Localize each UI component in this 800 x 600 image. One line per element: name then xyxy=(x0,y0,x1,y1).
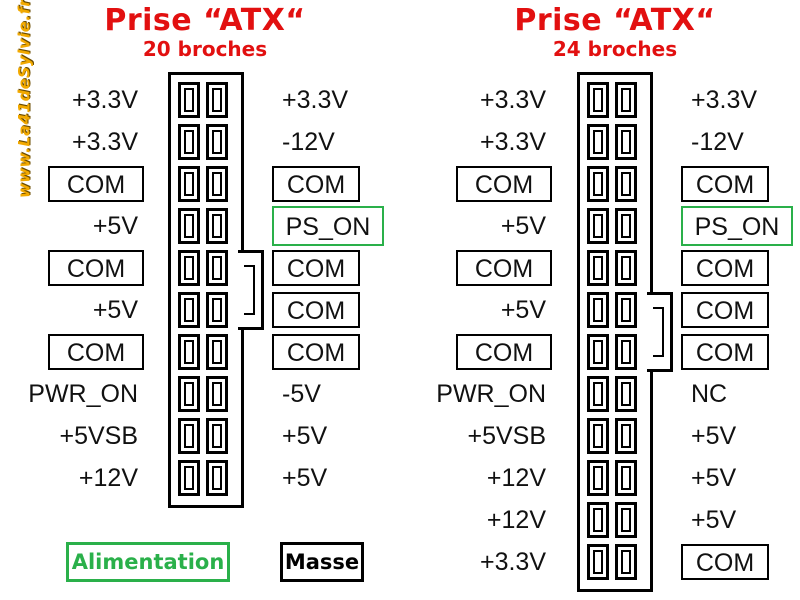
connector-24-pin-left-1 xyxy=(587,82,609,118)
connector-24-right-label-2: -12V xyxy=(691,128,744,156)
connector-24-right-label-8: NC xyxy=(691,380,728,408)
connector-20-pin-right-7 xyxy=(206,334,228,370)
connector-24-right-label-11: +5V xyxy=(691,506,737,534)
connector-20-pin-right-9 xyxy=(206,418,228,454)
connector-20-pin-left-3 xyxy=(178,166,200,202)
legend-ground-box: Masse xyxy=(280,542,364,582)
connector-24-pin-left-9 xyxy=(587,418,609,454)
connector-20-right-label-9: +5V xyxy=(282,422,328,450)
connector-24-pin-left-12 xyxy=(587,544,609,580)
connector-24-title: Prise “ATX“ xyxy=(514,3,716,38)
connector-20-subtitle: 20 broches xyxy=(142,37,268,61)
legend-power-box: Alimentation xyxy=(66,542,230,582)
connector-20-right-label-7: COM xyxy=(272,334,360,370)
connector-24-left-label-10: +12V xyxy=(486,464,546,492)
connector-20-pin-left-2 xyxy=(178,124,200,160)
connector-24-left-label-7: COM xyxy=(456,334,552,370)
connector-20-pin-right-3 xyxy=(206,166,228,202)
connector-24-right-label-1: +3.3V xyxy=(691,86,758,114)
connector-24-pin-left-7 xyxy=(587,334,609,370)
connector-20-left-label-6: +5V xyxy=(92,296,138,324)
connector-20-right-label-1: +3.3V xyxy=(282,86,349,114)
connector-20-pin-right-8 xyxy=(206,376,228,412)
connector-24-pin-right-11 xyxy=(615,502,637,538)
connector-24-pin-right-9 xyxy=(615,418,637,454)
connector-20-pin-left-9 xyxy=(178,418,200,454)
connector-20-pin-right-6 xyxy=(206,292,228,328)
connector-24-pin-left-6 xyxy=(587,292,609,328)
connector-20-title: Prise “ATX“ xyxy=(104,3,306,38)
connector-20-pin-left-6 xyxy=(178,292,200,328)
connector-20-left-label-1: +3.3V xyxy=(71,86,138,114)
connector-20-left-label-7: COM xyxy=(48,334,144,370)
connector-20-right-label-8: -5V xyxy=(282,380,321,408)
connector-20-pin-left-7 xyxy=(178,334,200,370)
connector-20-pin-left-10 xyxy=(178,460,200,496)
connector-24-left-label-6: +5V xyxy=(500,296,546,324)
connector-20-latch xyxy=(238,250,264,330)
connector-24-left-label-9: +5VSB xyxy=(467,422,546,450)
connector-20-right-label-2: -12V xyxy=(282,128,335,156)
connector-24-pin-left-5 xyxy=(587,250,609,286)
connector-20-pin-right-2 xyxy=(206,124,228,160)
connector-24-right-label-5: COM xyxy=(681,250,769,286)
connector-24-left-label-2: +3.3V xyxy=(479,128,546,156)
connector-20-pin-left-1 xyxy=(178,82,200,118)
connector-24-latch xyxy=(647,292,673,372)
connector-20-right-label-5: COM xyxy=(272,250,360,286)
connector-24-left-label-5: COM xyxy=(456,250,552,286)
connector-20-pin-left-5 xyxy=(178,250,200,286)
connector-20-pin-right-5 xyxy=(206,250,228,286)
connector-24-pin-right-10 xyxy=(615,460,637,496)
connector-24-pin-left-4 xyxy=(587,208,609,244)
connector-20-right-label-10: +5V xyxy=(282,464,328,492)
connector-24-left-label-4: +5V xyxy=(500,212,546,240)
connector-24-left-label-11: +12V xyxy=(486,506,546,534)
connector-24-pin-right-12 xyxy=(615,544,637,580)
connector-24-right-label-4: PS_ON xyxy=(681,206,793,246)
connector-24-pin-right-1 xyxy=(615,82,637,118)
connector-24-right-label-10: +5V xyxy=(691,464,737,492)
connector-20-pin-right-4 xyxy=(206,208,228,244)
connector-20-left-label-4: +5V xyxy=(92,212,138,240)
connector-24-right-label-9: +5V xyxy=(691,422,737,450)
connector-24-right-label-12: COM xyxy=(681,544,769,580)
connector-20-pin-right-10 xyxy=(206,460,228,496)
connector-24-left-label-8: PWR_ON xyxy=(436,380,546,408)
connector-24-pin-left-10 xyxy=(587,460,609,496)
connector-24-pin-right-7 xyxy=(615,334,637,370)
connector-20-left-label-5: COM xyxy=(48,250,144,286)
connector-24-pin-right-2 xyxy=(615,124,637,160)
connector-24-pin-right-4 xyxy=(615,208,637,244)
connector-24-left-label-1: +3.3V xyxy=(479,86,546,114)
connector-20-title-block: Prise “ATX“ 20 broches xyxy=(95,3,315,61)
connector-24-pin-left-2 xyxy=(587,124,609,160)
connector-24-right-label-7: COM xyxy=(681,334,769,370)
connector-24-right-label-6: COM xyxy=(681,292,769,328)
connector-24-pin-right-3 xyxy=(615,166,637,202)
connector-24-pin-right-5 xyxy=(615,250,637,286)
connector-20-pin-left-4 xyxy=(178,208,200,244)
connector-20-right-label-3: COM xyxy=(272,166,360,202)
connector-20-left-label-2: +3.3V xyxy=(71,128,138,156)
connector-24-right-label-3: COM xyxy=(681,166,769,202)
connector-24-pin-right-8 xyxy=(615,376,637,412)
connector-20-left-label-9: +5VSB xyxy=(59,422,138,450)
connector-20-left-label-3: COM xyxy=(48,166,144,202)
connector-20-right-label-6: COM xyxy=(272,292,360,328)
connector-24-pin-right-6 xyxy=(615,292,637,328)
connector-20-left-label-10: +12V xyxy=(78,464,138,492)
connector-20-left-label-8: PWR_ON xyxy=(28,380,138,408)
connector-20-right-label-4: PS_ON xyxy=(272,206,384,246)
connector-24-title-block: Prise “ATX“ 24 broches xyxy=(505,3,725,61)
connector-24-pin-left-3 xyxy=(587,166,609,202)
connector-24-subtitle: 24 broches xyxy=(552,37,678,61)
connector-20-pin-left-8 xyxy=(178,376,200,412)
connector-24-left-label-12: +3.3V xyxy=(479,548,546,576)
connector-20-pin-right-1 xyxy=(206,82,228,118)
connector-24-left-label-3: COM xyxy=(456,166,552,202)
connector-24-pin-left-8 xyxy=(587,376,609,412)
connector-24-pin-left-11 xyxy=(587,502,609,538)
